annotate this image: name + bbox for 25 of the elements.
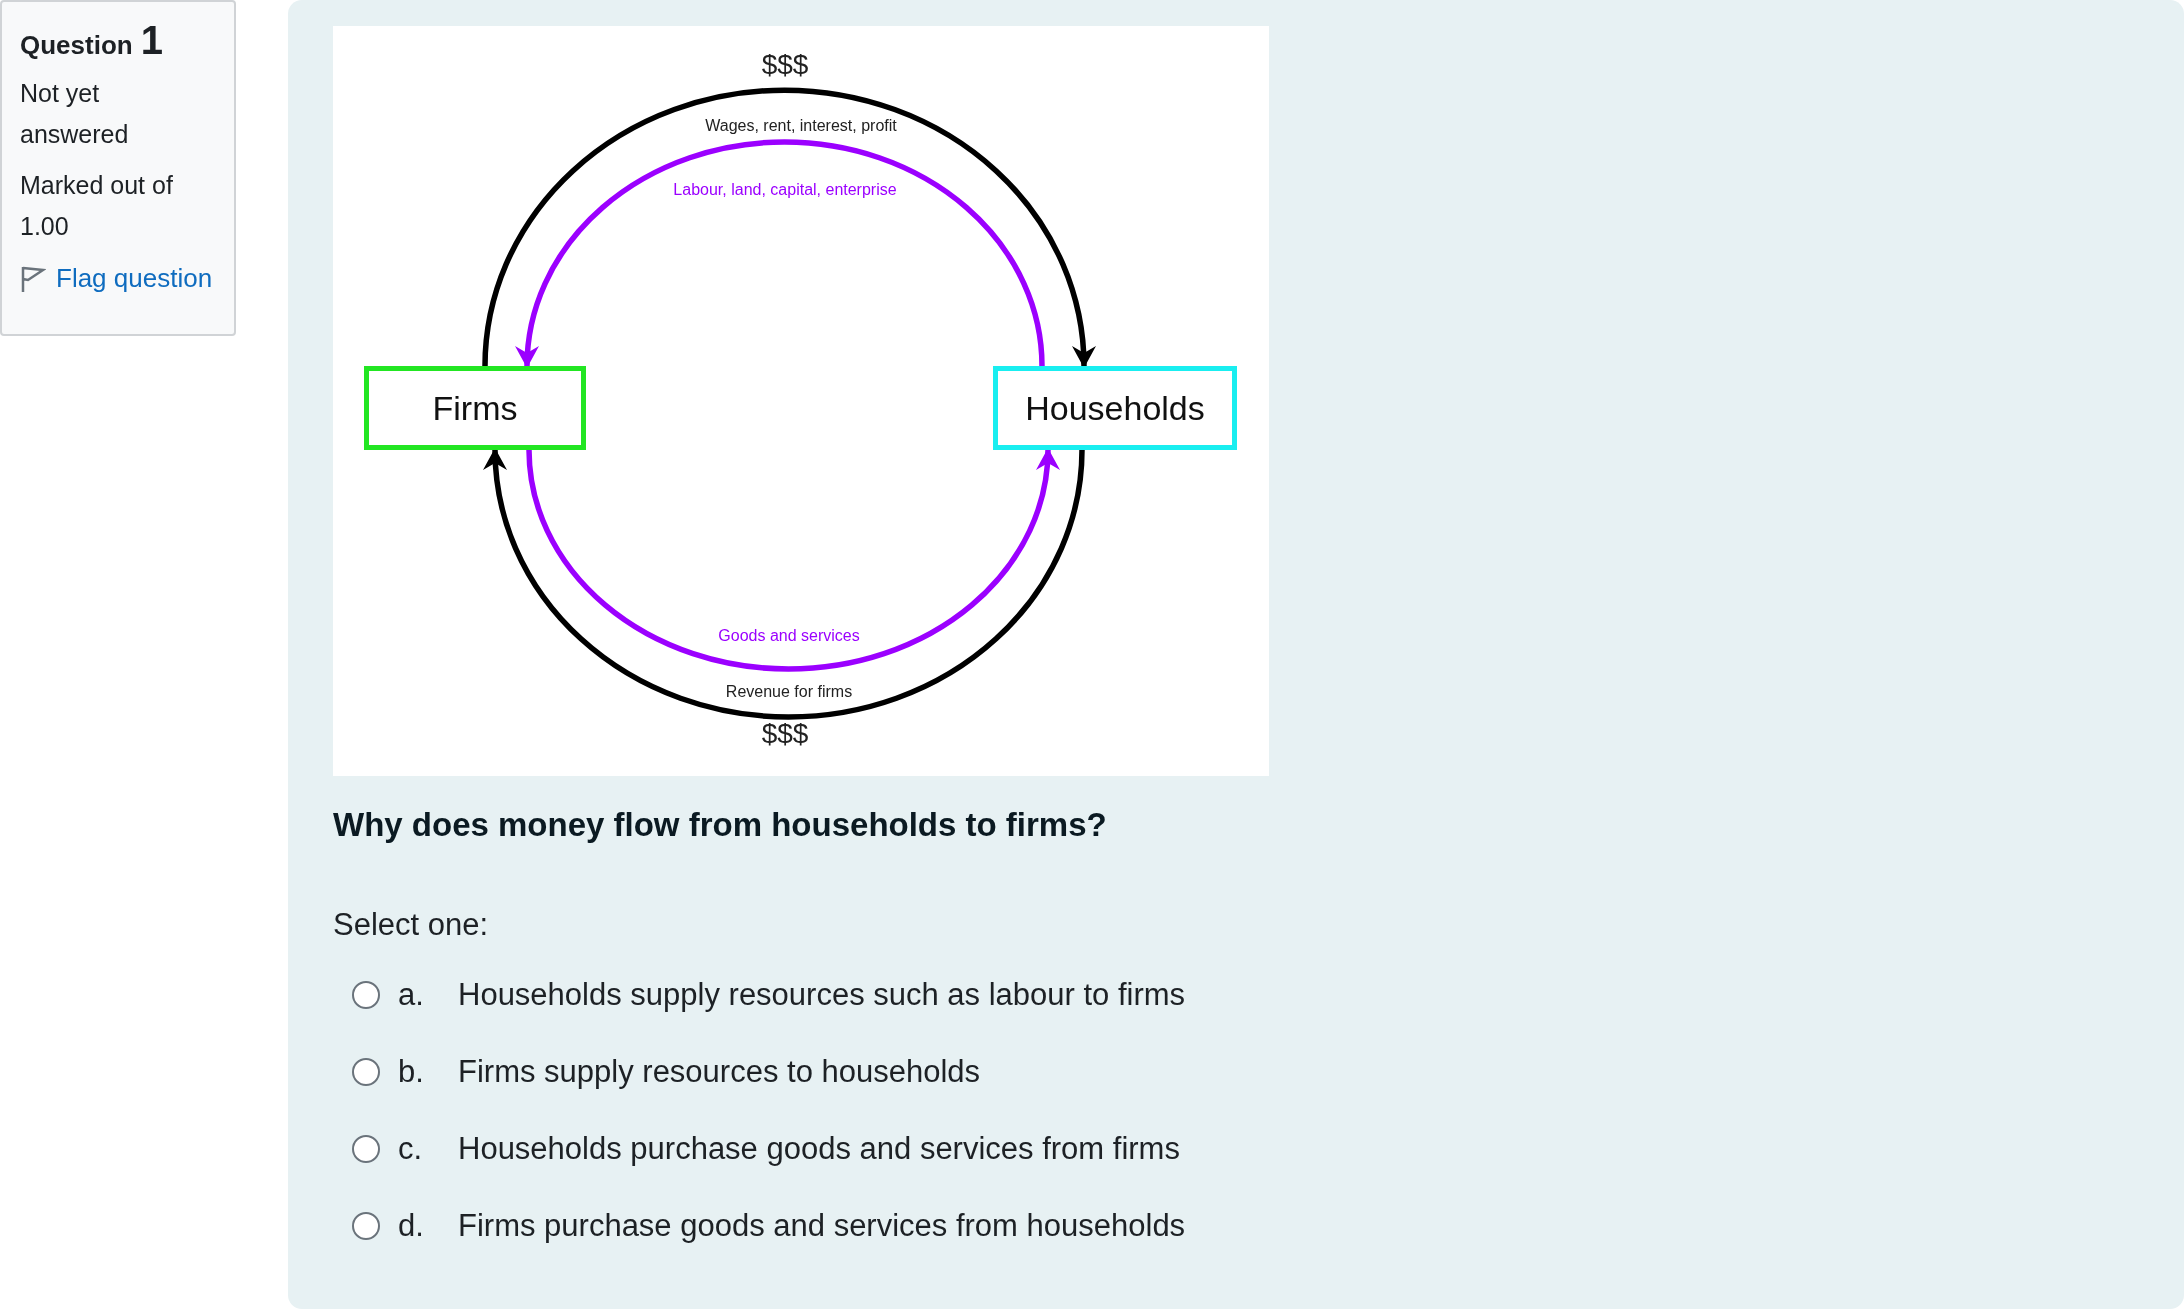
flow-arrow bbox=[526, 448, 1059, 672]
question-number: 1 bbox=[140, 20, 163, 60]
money-symbol: $$$ bbox=[761, 719, 809, 749]
flow-arrow bbox=[482, 87, 1095, 368]
option-text: Firms purchase goods and services from households bbox=[458, 1207, 1186, 1245]
option-text: Firms supply resources to households bbox=[458, 1053, 981, 1091]
status-text: Not yet answered bbox=[20, 78, 130, 150]
option-text: Households purchase goods and services from firms bbox=[458, 1130, 1180, 1168]
sector-box: Households bbox=[993, 366, 1237, 450]
mark-text: Marked out of 1.00 bbox=[20, 170, 174, 242]
question-text: Why does money flow from households to firms? bbox=[333, 805, 1107, 845]
sector-box: Firms bbox=[364, 366, 586, 450]
option-letter: d. bbox=[398, 1207, 425, 1245]
option-letter: a. bbox=[398, 976, 425, 1014]
instruction-text: Select one: bbox=[333, 906, 489, 944]
flow-arrow bbox=[484, 448, 1085, 720]
option-letter: b. bbox=[398, 1053, 425, 1091]
money-symbol: $$$ bbox=[761, 50, 809, 80]
flow-arrow bbox=[516, 139, 1045, 368]
option-letter: c. bbox=[398, 1130, 424, 1168]
option-text: Households supply resources such as labour to firms bbox=[458, 976, 1186, 1014]
edge-label: Wages, rent, interest, profit bbox=[703, 117, 899, 135]
flag-question-link: Flag question bbox=[56, 262, 213, 295]
question-heading: Question bbox=[20, 29, 133, 62]
edge-label: Labour, land, capital, enterprise bbox=[671, 181, 899, 199]
